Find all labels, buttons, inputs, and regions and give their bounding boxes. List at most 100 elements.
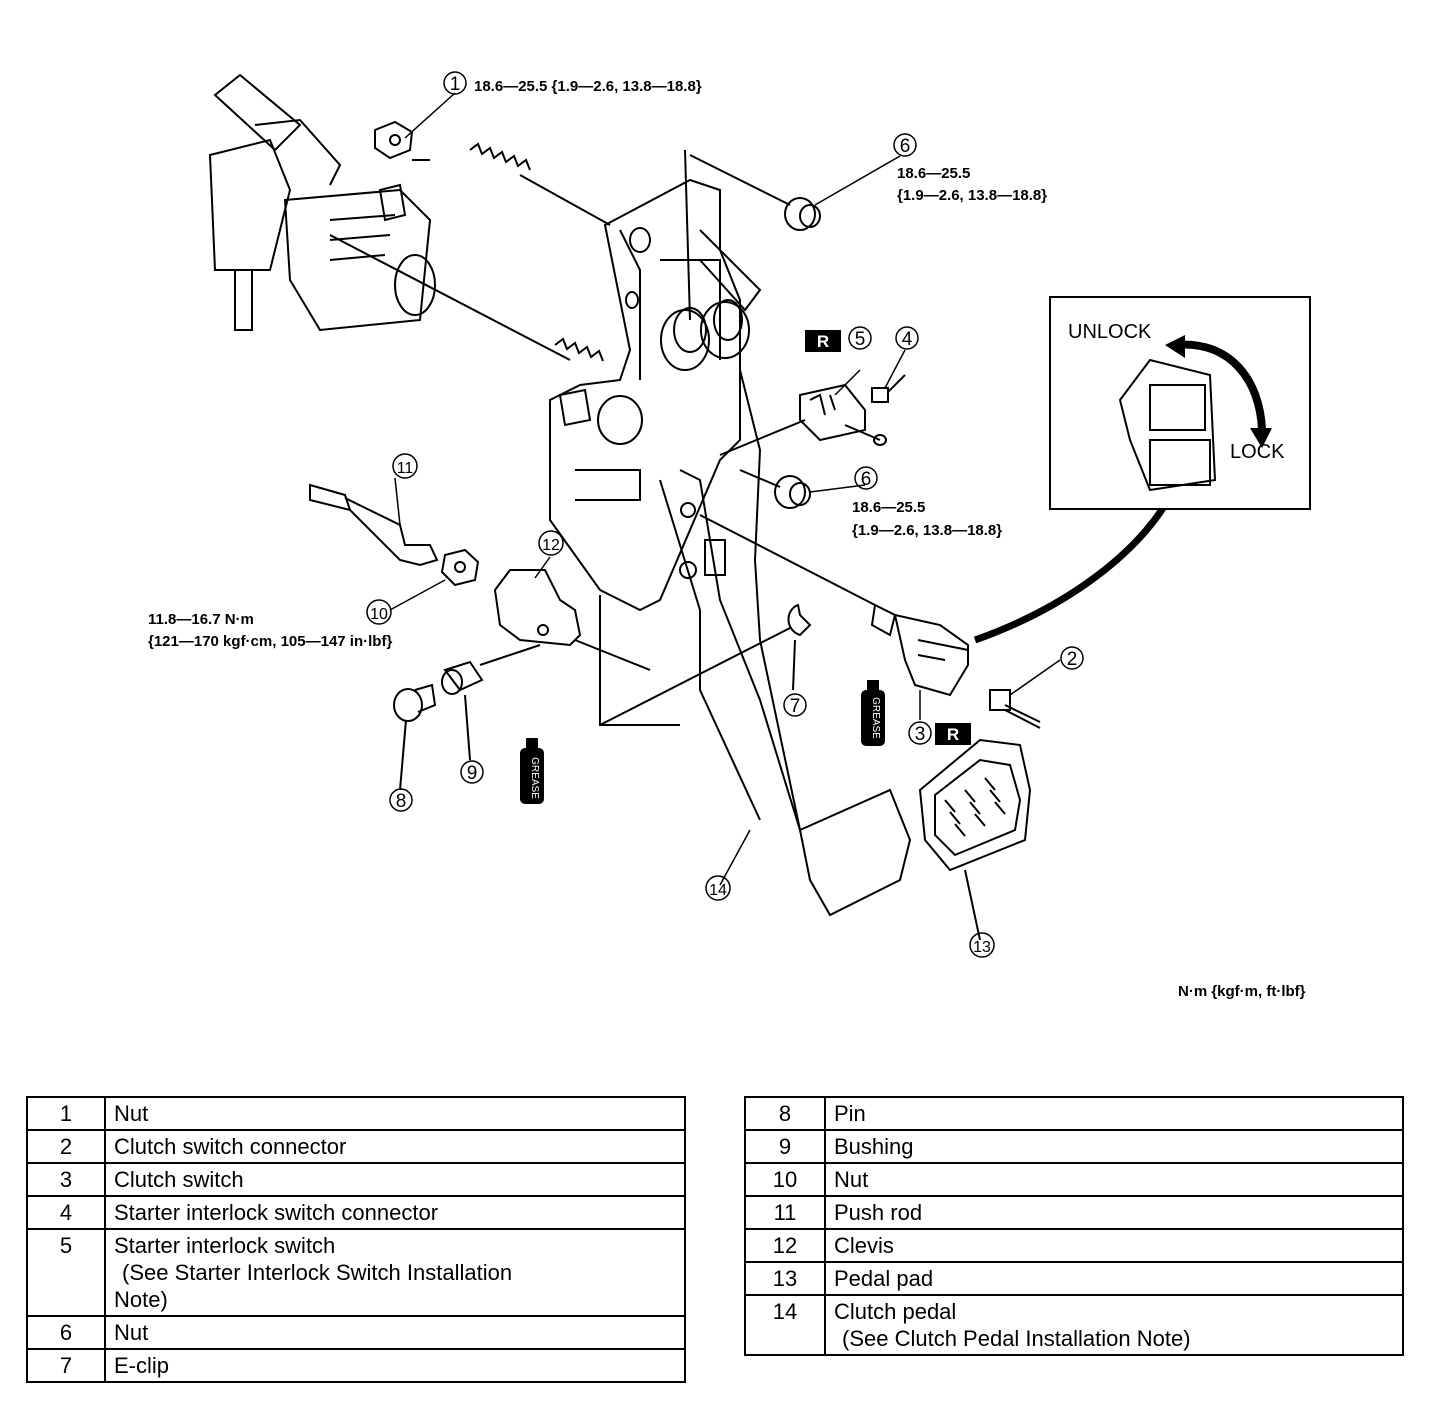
part-name: Clevis <box>824 1228 1404 1263</box>
callout-7: 7 <box>790 696 801 717</box>
torque-nut-6-middle-line2: {1.9—2.6, 13.8—18.8} <box>852 522 1002 539</box>
nut-10-drawing <box>440 548 480 587</box>
push-rod-line <box>329 234 571 361</box>
svg-text:R: R <box>947 725 959 744</box>
table-row: 11 Push rod <box>744 1195 1404 1230</box>
callout-4: 4 <box>902 329 913 350</box>
part-name: Clutch switch <box>104 1162 686 1197</box>
torque-nut-10-line1: 11.8—16.7 N·m <box>148 611 254 628</box>
pin-8-drawing <box>393 683 437 791</box>
part-number: 11 <box>744 1195 826 1230</box>
lock-inset: UNLOCK LOCK <box>1049 296 1311 510</box>
starter-interlock-connector-drawing <box>871 374 906 403</box>
part-number: 3 <box>26 1162 106 1197</box>
table-row: 12 Clevis <box>744 1228 1404 1263</box>
table-row: 9 Bushing <box>744 1129 1404 1164</box>
leader-lines <box>389 92 1061 886</box>
return-springs <box>660 229 762 371</box>
bushing-9-drawing <box>441 644 541 761</box>
inset-lock-label: LOCK <box>1230 441 1285 463</box>
callout-10: 10 <box>370 606 388 623</box>
spring-lower <box>554 337 604 362</box>
callout-6-middle: 6 <box>861 469 872 490</box>
part-name: Pin <box>824 1096 1404 1131</box>
part-name: Starter interlock switch <box>114 1233 336 1258</box>
svg-text:GREASE: GREASE <box>529 757 540 799</box>
part-name: Push rod <box>824 1195 1404 1230</box>
callout-5: 5 <box>855 329 866 350</box>
part-name: Bushing <box>824 1129 1404 1164</box>
part-name: Clutch pedal <box>834 1299 957 1324</box>
parts-legend-left: 1 Nut 2 Clutch switch connector 3 Clutch… <box>26 1096 686 1383</box>
part-name-with-note: Clutch pedal (See Clutch Pedal Installat… <box>824 1294 1404 1356</box>
table-row: 5 Starter interlock switch (See Starter … <box>26 1228 686 1317</box>
clutch-switch-drawing <box>699 514 969 697</box>
grease-can-left: GREASE <box>520 738 544 804</box>
part-number: 13 <box>744 1261 826 1296</box>
part-number: 4 <box>26 1195 106 1230</box>
torque-nut-6-top-line2: {1.9—2.6, 13.8—18.8} <box>897 187 1047 204</box>
svg-text:R: R <box>817 332 829 351</box>
part-number: 1 <box>26 1096 106 1131</box>
part-name: Nut <box>824 1162 1404 1197</box>
callout-6-top: 6 <box>900 136 911 157</box>
table-row: 7 E-clip <box>26 1348 686 1383</box>
torque-nut-6-top-line1: 18.6—25.5 <box>897 165 970 182</box>
table-row: 4 Starter interlock switch connector <box>26 1195 686 1230</box>
replace-marker-5: R <box>805 330 841 352</box>
pedal-bracket-drawing <box>549 149 741 612</box>
table-row: 8 Pin <box>744 1096 1404 1131</box>
part-name: Starter interlock switch connector <box>104 1195 686 1230</box>
callout-9: 9 <box>467 763 478 784</box>
table-row: 13 Pedal pad <box>744 1261 1404 1296</box>
push-rod-11-drawing <box>309 483 439 567</box>
part-note: (See Clutch Pedal Installation Note) <box>842 1326 1191 1351</box>
nut-1-drawing <box>374 120 430 161</box>
part-note: Note) <box>114 1287 168 1312</box>
grease-can-right: GREASE <box>861 680 885 746</box>
callout-12: 12 <box>542 537 560 554</box>
starter-interlock-switch-drawing <box>719 383 887 456</box>
replace-marker-3: R <box>935 723 971 745</box>
inset-arrow <box>973 503 1168 644</box>
part-name: Nut <box>104 1315 686 1350</box>
table-row: 10 Nut <box>744 1162 1404 1197</box>
callout-14: 14 <box>709 882 727 899</box>
svg-text:GREASE: GREASE <box>870 697 881 739</box>
clevis-drawing <box>493 569 680 726</box>
torque-nut-10-line2: {121—170 kgf·cm, 105—147 in·lbf} <box>148 633 392 650</box>
callout-1: 1 <box>450 74 461 95</box>
clutch-pedal-drawing <box>659 369 912 917</box>
spring-upper <box>469 142 611 226</box>
part-number: 2 <box>26 1129 106 1164</box>
table-row: 3 Clutch switch <box>26 1162 686 1197</box>
clutch-switch-connector-drawing <box>989 689 1041 729</box>
torque-nut-1: 18.6—25.5 {1.9—2.6, 13.8—18.8} <box>474 78 702 95</box>
part-name: Clutch switch connector <box>104 1129 686 1164</box>
table-row: 14 Clutch pedal (See Clutch Pedal Instal… <box>744 1294 1404 1356</box>
part-name: E-clip <box>104 1348 686 1383</box>
part-number: 10 <box>744 1162 826 1197</box>
table-row: 6 Nut <box>26 1315 686 1350</box>
part-number: 9 <box>744 1129 826 1164</box>
part-name: Pedal pad <box>824 1261 1404 1296</box>
exploded-view-diagram: GREASE GREASE UNLOCK LOCK R R <box>148 71 1311 958</box>
table-row: 2 Clutch switch connector <box>26 1129 686 1164</box>
part-number: 7 <box>26 1348 106 1383</box>
part-name-with-note: Starter interlock switch (See Starter In… <box>104 1228 686 1317</box>
part-number: 14 <box>744 1294 826 1356</box>
pedal-pad-drawing <box>918 738 1032 941</box>
master-cylinder-drawing <box>208 73 436 332</box>
callout-11: 11 <box>397 460 414 477</box>
part-number: 5 <box>26 1228 106 1317</box>
e-clip-drawing <box>599 603 812 726</box>
callout-2: 2 <box>1067 649 1078 670</box>
callout-3: 3 <box>915 724 926 745</box>
callout-13: 13 <box>973 939 991 956</box>
torque-units-note: N·m {kgf·m, ft·lbf} <box>1178 983 1306 1000</box>
part-note: (See Starter Interlock Switch Installati… <box>122 1260 513 1285</box>
part-number: 12 <box>744 1228 826 1263</box>
parts-legend-right: 8 Pin 9 Bushing 10 Nut 11 Push rod 12 Cl… <box>744 1096 1404 1356</box>
nut-6-top-drawing <box>689 154 821 231</box>
callout-8: 8 <box>396 791 407 812</box>
